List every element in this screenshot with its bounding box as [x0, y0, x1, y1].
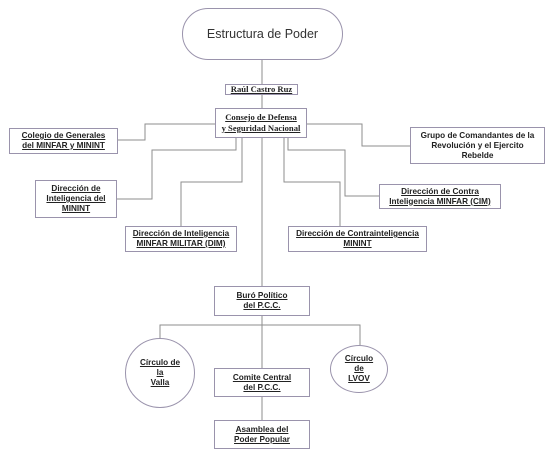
node-grupo-comandantes-line2: Revolución y el Ejercito — [431, 140, 524, 150]
node-comite-central-line1: Comite Central — [232, 372, 292, 382]
node-circulo-valla: Círculo de la Valla — [125, 338, 195, 408]
node-consejo-defensa-line2: y Seguridad Nacional — [221, 123, 301, 133]
node-buro-politico-line1: Buró Político — [236, 291, 288, 300]
node-raul-castro-label: Raúl Castro Ruz — [230, 84, 293, 94]
line-buro-branches — [159, 324, 361, 345]
node-circulo-lvov: Círculo de LVOV — [330, 345, 388, 393]
diagram-title: Estructura de Poder — [206, 27, 319, 41]
node-circulo-lvov-line3: LVOV — [348, 374, 370, 383]
node-asamblea-poder-popular-line1: Asamblea del — [235, 424, 289, 434]
node-dir-contra-minfar-line2: Inteligencia MINFAR (CIM) — [389, 196, 491, 206]
node-colegio-generales-line1: Colegio de Generales — [21, 131, 106, 140]
node-comite-central: Comite Central del P.C.C. — [214, 368, 310, 397]
node-dir-inteligencia-minfar-line1: Dirección de Inteligencia — [132, 229, 230, 238]
line-consejo-grupo — [307, 123, 410, 147]
node-consejo-defensa: Consejo de Defensa y Seguridad Nacional — [215, 108, 307, 138]
node-consejo-defensa-line1: Consejo de Defensa — [225, 112, 297, 122]
node-dir-contra-minfar-line1: Dirección de Contra — [401, 186, 479, 196]
node-dir-contra-minint-line2: MININT — [343, 239, 372, 248]
line-consejo-dir-inteligencia-minfar — [180, 138, 243, 226]
node-grupo-comandantes: Grupo de Comandantes de la Revolución y … — [410, 127, 545, 164]
node-dir-contra-minfar: Dirección de Contra Inteligencia MINFAR … — [379, 184, 501, 209]
node-grupo-comandantes-line1: Grupo de Comandantes de la — [420, 130, 535, 140]
node-dir-inteligencia-minint-line3: MININT — [61, 204, 91, 213]
node-circulo-lvov-line1: Círculo — [344, 354, 374, 363]
line-consejo-dir-contra-minint — [283, 138, 341, 226]
node-dir-inteligencia-minint: Dirección de Inteligencia del MININT — [35, 180, 117, 218]
node-dir-inteligencia-minint-line2: Inteligencia del — [46, 194, 106, 203]
line-consejo-dir-inteligencia-minint — [117, 138, 237, 200]
diagram-title-node: Estructura de Poder — [182, 8, 343, 60]
node-dir-inteligencia-minint-line1: Dirección de — [51, 184, 101, 193]
node-circulo-valla-line3: Valla — [150, 378, 170, 387]
line-consejo-dir-contra-minfar — [287, 138, 379, 197]
node-circulo-lvov-line2: de — [354, 364, 364, 373]
node-colegio-generales: Colegio de Generales del MINFAR y MININT — [9, 128, 118, 154]
node-colegio-generales-line2: del MINFAR y MININT — [22, 141, 105, 150]
node-asamblea-poder-popular-line2: Poder Popular — [234, 434, 290, 444]
node-dir-inteligencia-minfar: Dirección de Inteligencia MINFAR MILITAR… — [125, 226, 237, 252]
node-raul-castro: Raúl Castro Ruz — [225, 84, 298, 95]
node-circulo-valla-line1: Círculo de — [139, 358, 181, 367]
node-dir-contra-minint-line1: Dirección de Contrainteligencia — [296, 229, 419, 238]
node-buro-politico-line2: del P.C.C. — [243, 301, 281, 310]
node-grupo-comandantes-line3: Rebelde — [461, 150, 494, 160]
line-consejo-colegio — [118, 123, 215, 141]
node-circulo-valla-line2: la — [156, 368, 164, 377]
node-buro-politico: Buró Político del P.C.C. — [214, 286, 310, 316]
node-dir-inteligencia-minfar-line2: MINFAR MILITAR (DIM) — [136, 239, 226, 248]
node-comite-central-line2: del P.C.C. — [243, 382, 281, 392]
node-dir-contra-minint: Dirección de Contrainteligencia MININT — [288, 226, 427, 252]
node-asamblea-poder-popular: Asamblea del Poder Popular — [214, 420, 310, 449]
